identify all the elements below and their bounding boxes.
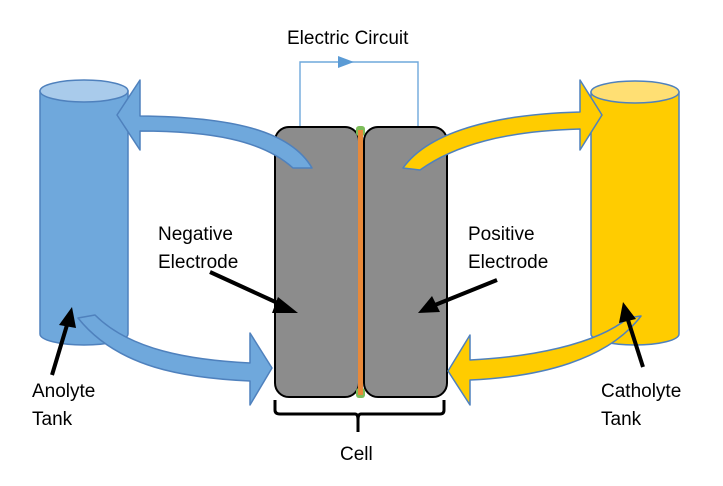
catholyte-feed-arrow	[402, 79, 603, 171]
anolyte-tank-top	[39, 79, 129, 103]
anolyte-return-arrow	[116, 79, 313, 169]
catholyte-tank-pointer	[626, 319, 645, 368]
circuit-direction-arrow-icon	[338, 56, 354, 68]
negative-electrode-pointer	[209, 270, 283, 307]
anolyte-tank-pointer-head-icon	[59, 307, 76, 328]
electric-circuit	[299, 56, 419, 128]
negative-electrode-label-line2: Electrode	[158, 252, 238, 273]
cell	[274, 126, 448, 398]
catholyte-tank-label-line1: Catholyte	[601, 381, 681, 402]
catholyte-tank-top	[590, 80, 680, 104]
catholyte-return-arrow	[447, 315, 642, 406]
positive-electrode-label-line2: Electrode	[468, 252, 548, 273]
pointer-arrows	[50, 270, 645, 376]
catholyte-tank	[590, 80, 680, 346]
anolyte-tank	[39, 79, 129, 346]
anolyte-tank-body	[39, 90, 129, 346]
circuit-wire	[299, 61, 419, 128]
positive-electrode-pointer-head-icon	[418, 296, 440, 313]
anolyte-tank-label-line2: Tank	[32, 409, 73, 430]
anolyte-tank-label-line1: Anolyte	[32, 381, 95, 402]
anolyte-feed-arrow	[77, 314, 273, 406]
catholyte-tank-label-line2: Tank	[601, 409, 642, 430]
catholyte-tank-pointer-head-icon	[619, 302, 636, 323]
negative-electrode-pointer-head-icon	[272, 297, 298, 313]
catholyte-tank-body	[590, 91, 680, 346]
cell-label: Cell	[340, 444, 373, 465]
positive-electrode	[363, 126, 448, 398]
anolyte-tank-pointer	[50, 324, 69, 376]
negative-electrode-label-line1: Negative	[158, 224, 233, 245]
negative-electrode	[274, 126, 360, 398]
membrane	[358, 130, 363, 395]
positive-electrode-pointer	[434, 278, 498, 307]
positive-electrode-label-line1: Positive	[468, 224, 535, 245]
cell-bracket	[273, 400, 446, 432]
electric-circuit-label: Electric Circuit	[287, 28, 409, 49]
